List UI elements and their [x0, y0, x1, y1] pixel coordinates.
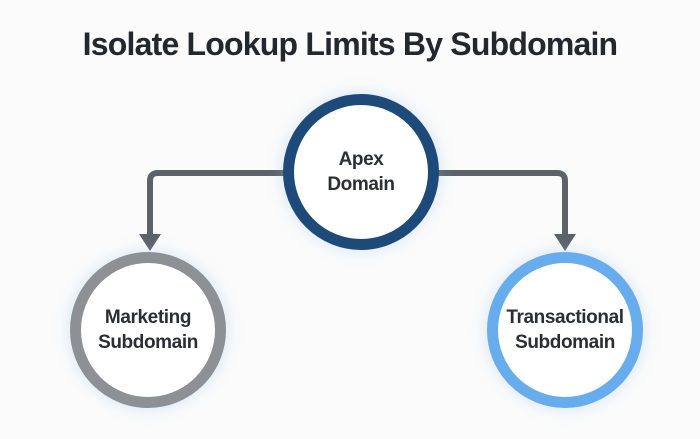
diagram-title: Isolate Lookup Limits By Subdomain	[82, 26, 618, 62]
arrowhead-down-transactional-icon	[554, 234, 576, 251]
node-transactional-subdomain: Transactional Subdomain	[487, 252, 643, 408]
node-marketing-subdomain: Marketing Subdomain	[70, 252, 226, 408]
node-apex-domain-label: Apex Domain	[327, 148, 395, 195]
edge-apex-to-transactional	[382, 170, 568, 236]
edge-apex-to-marketing	[147, 170, 340, 236]
arrowhead-down-marketing-icon	[139, 234, 161, 251]
node-transactional-subdomain-label: Transactional Subdomain	[506, 306, 624, 353]
node-apex-domain: Apex Domain	[283, 94, 439, 250]
node-marketing-subdomain-label: Marketing Subdomain	[98, 306, 198, 353]
